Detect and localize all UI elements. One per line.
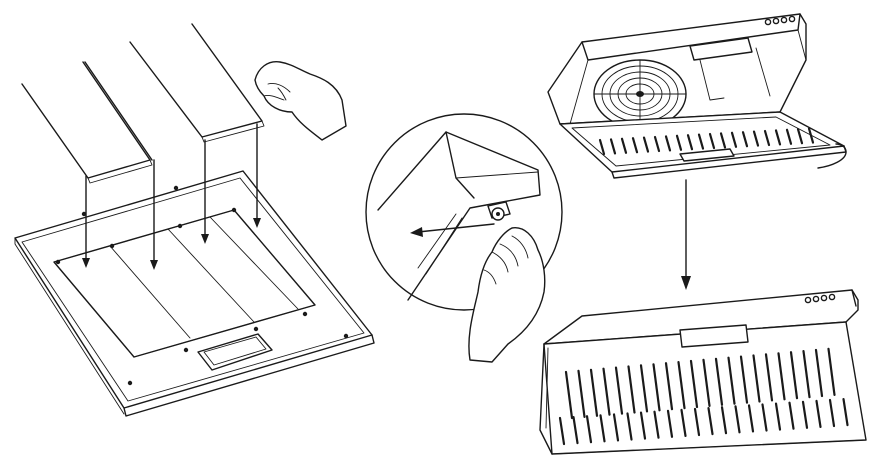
- vent-slot: [815, 399, 822, 428]
- vent-slot: [802, 350, 811, 399]
- latch-knob[interactable]: [487, 201, 511, 221]
- vent-slot: [689, 359, 699, 409]
- vent-slot: [789, 351, 799, 400]
- hand-holding-sheet: [254, 61, 347, 141]
- vent-slot: [639, 364, 649, 413]
- vent-slot: [734, 405, 741, 434]
- vent-slot: [653, 135, 661, 153]
- filter-sheet-1: [21, 61, 153, 184]
- hood-open-cable: [817, 143, 847, 169]
- hood-closed-body: [539, 289, 867, 455]
- vent-slot: [614, 366, 624, 415]
- vent-slot: [653, 410, 660, 439]
- hood-closed-vent-slots: [558, 347, 849, 446]
- vent-slot: [763, 129, 771, 147]
- filter-sheet-3: [84, 61, 153, 161]
- vent-slot: [664, 135, 672, 152]
- vent-slot: [598, 138, 606, 156]
- vent-slot: [785, 128, 793, 145]
- vent-slot: [686, 134, 694, 151]
- vent-slot: [714, 357, 724, 406]
- vent-slot: [708, 132, 716, 150]
- vent-slot: [572, 416, 579, 445]
- vent-slot: [702, 358, 711, 407]
- vent-slot: [774, 129, 782, 146]
- vent-slot: [752, 354, 761, 403]
- vent-slot: [828, 398, 836, 428]
- vent-slot: [664, 362, 674, 411]
- vent-slot: [642, 136, 650, 153]
- hood-open-vent-slots: [598, 127, 815, 156]
- hand-pulling-latch: [468, 227, 546, 363]
- vent-slot: [730, 131, 738, 148]
- vent-slot: [707, 407, 714, 436]
- vent-slot: [727, 356, 736, 405]
- vent-slot: [697, 133, 705, 150]
- vent-slot: [666, 409, 674, 438]
- vent-slot: [693, 407, 701, 437]
- pull-direction-arrow: [410, 223, 495, 237]
- vent-slot: [627, 365, 636, 414]
- vent-slot: [564, 370, 574, 420]
- vent-slot: [609, 138, 617, 155]
- filter-sheet-2: [129, 23, 265, 143]
- insert-arrows: [82, 123, 261, 270]
- vent-slot: [680, 408, 687, 437]
- vent-slot: [585, 415, 593, 444]
- vent-slot: [620, 137, 628, 154]
- vent-slot: [814, 348, 824, 398]
- vent-slot: [741, 131, 749, 148]
- vent-slot: [652, 363, 661, 412]
- vent-slot: [764, 353, 774, 402]
- vent-slot: [827, 347, 836, 396]
- vent-slot: [631, 137, 639, 154]
- fan-wheel: [593, 59, 687, 129]
- vent-slot: [807, 127, 815, 144]
- vent-slot: [752, 130, 760, 147]
- vent-slot: [796, 128, 804, 145]
- vent-slot: [675, 134, 683, 151]
- vent-slot: [626, 412, 633, 441]
- vent-slot: [761, 403, 768, 432]
- vent-slot: [558, 416, 566, 446]
- vent-slot: [677, 361, 686, 410]
- down-arrow: [681, 179, 691, 290]
- vent-slot: [747, 404, 755, 433]
- motor-housing: [689, 37, 771, 101]
- vent-slot: [739, 355, 749, 404]
- vent-slot: [774, 402, 782, 431]
- vent-slot: [777, 352, 786, 401]
- vent-slot: [589, 368, 599, 417]
- vent-slot: [612, 413, 620, 442]
- vent-slot: [801, 400, 809, 429]
- filter-frame: [14, 170, 375, 417]
- vent-slot: [788, 401, 795, 430]
- vent-slot: [639, 411, 647, 440]
- vent-slot: [842, 398, 849, 427]
- vent-slot: [577, 369, 586, 418]
- vent-slot: [720, 406, 728, 435]
- vent-slot: [599, 414, 606, 443]
- vent-slot: [719, 132, 727, 149]
- vent-slot: [602, 367, 611, 416]
